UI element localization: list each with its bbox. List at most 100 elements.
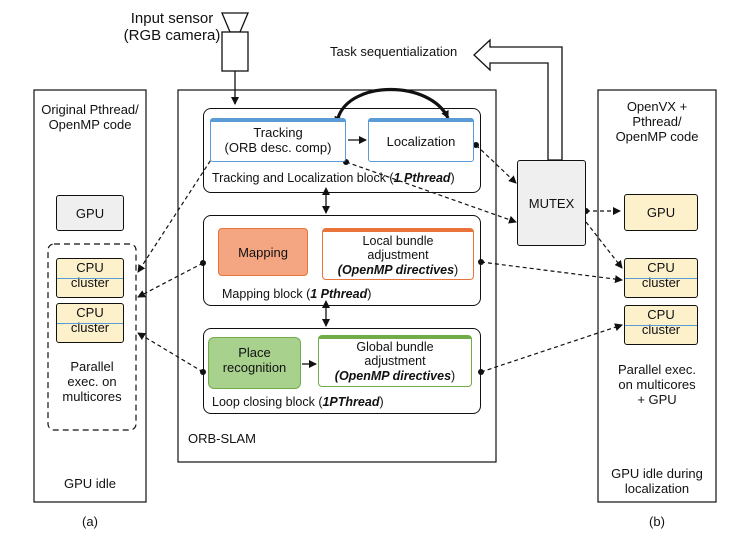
left-parallel-line3: multicores: [62, 388, 122, 404]
mapping-block: [203, 215, 481, 306]
loc-to-mutex: [475, 144, 517, 184]
right-parallel-label: Parallel exec. on multicores + GPU: [598, 362, 716, 408]
input-sensor-label: Input sensor (RGB camera): [112, 10, 232, 45]
tl-block-label: Tracking and Localization block (1 Pthre…: [212, 171, 455, 185]
input-sensor-line2: (RGB camera): [123, 27, 221, 45]
place-recognition-box: Place recognition: [208, 337, 301, 389]
task-seq-arrow: [473, 38, 563, 161]
track-to-cpu-a: [137, 148, 219, 273]
mapping-block-prefix: Mapping block (: [222, 287, 311, 301]
place-line2: recognition: [222, 359, 287, 375]
lba-line1: Local bundle: [362, 234, 434, 248]
mutex-label: MUTEX: [528, 195, 575, 211]
right-cpu2-line1: CPU: [647, 307, 675, 322]
left-cpu2-divider: [57, 323, 123, 324]
tracking-line2: (ORB desc. comp): [224, 139, 332, 155]
left-cpu2-text: CPU cluster: [57, 305, 123, 336]
right-cpu-cluster-1: CPU cluster: [624, 258, 698, 298]
left-cpu-cluster-1: CPU cluster: [56, 258, 124, 298]
left-cpu-cluster-2: CPU cluster: [56, 303, 124, 343]
lba-text: Local bundle adjustment (OpenMP directiv…: [323, 234, 473, 277]
loop-closing-block: [203, 328, 481, 414]
right-gpu-idle: GPU idle during localization: [598, 466, 716, 497]
right-cpu2-divider: [625, 325, 697, 326]
gba-line2: adjustment: [364, 354, 426, 369]
right-cpu2-text: CPU cluster: [625, 307, 697, 338]
tl-block-suffix: ): [450, 171, 455, 185]
gba-suffix: ): [451, 368, 456, 383]
mapping-box: Mapping: [218, 228, 308, 276]
lba-suffix: ): [454, 262, 459, 277]
loop-block-suffix: ): [379, 395, 384, 409]
right-parallel-line3: + GPU: [637, 391, 677, 407]
right-idle-line1: GPU idle during: [611, 466, 703, 481]
tracking-localization-block: [203, 108, 481, 193]
right-title-line2: Pthread/: [632, 113, 682, 129]
tracking-box: Tracking (ORB desc. comp): [210, 118, 346, 162]
track-to-mutex: [345, 161, 517, 224]
left-gpu-box: GPU: [56, 195, 124, 231]
left-cpu-dashed-group: [47, 243, 137, 431]
gba-line1: Global bundle: [356, 340, 434, 354]
caption-b: (b): [649, 514, 665, 529]
lba-line2: adjustment: [367, 248, 429, 263]
gba-text: Global bundle adjustment (OpenMP directi…: [319, 340, 471, 383]
right-panel-title: OpenVX + Pthread/ OpenMP code: [598, 99, 716, 145]
orb-slam-label: ORB-SLAM: [188, 431, 256, 446]
place-line1: Place: [238, 345, 271, 360]
gba-line3: (OpenMP directives): [319, 369, 471, 383]
lba-to-cpu-b: [480, 261, 623, 284]
left-cpu1-text: CPU cluster: [57, 260, 123, 291]
mapping-block-suffix: ): [367, 287, 372, 301]
left-cpu1-divider: [57, 278, 123, 279]
right-gpu-label: GPU: [646, 205, 676, 220]
left-cpu1-line1: CPU: [76, 260, 104, 275]
left-title-line2: OpenMP code: [48, 116, 132, 132]
left-panel-title: Original Pthread/ OpenMP code: [34, 102, 146, 133]
mapping-label: Mapping: [238, 244, 288, 260]
lba-emphasis: (OpenMP directives: [337, 262, 455, 277]
loop-block-prefix: Loop closing block (: [212, 395, 323, 409]
lba-line3: (OpenMP directives): [323, 263, 473, 277]
tl-block-emphasis: 1 Pthread: [393, 171, 451, 185]
right-gpu-box: GPU: [624, 194, 698, 231]
loop-block-emphasis: 1PThread: [322, 395, 380, 409]
local-bundle-adjustment-box: Local bundle adjustment (OpenMP directiv…: [322, 228, 474, 280]
left-gpu-label: GPU: [75, 205, 105, 221]
map-to-cpu-a: [137, 262, 204, 298]
right-cpu-cluster-2: CPU cluster: [624, 305, 698, 345]
right-cpu1-line1: CPU: [647, 260, 675, 275]
loop-block-label: Loop closing block (1PThread): [212, 395, 384, 409]
right-parallel-line2: on multicores: [618, 376, 696, 392]
tracking-text: Tracking (ORB desc. comp): [211, 125, 345, 156]
left-cpu2-line1: CPU: [76, 305, 104, 320]
right-cpu1-divider: [625, 278, 697, 279]
mapping-block-label: Mapping block (1 Pthread): [222, 287, 371, 301]
seq-curve-arrow: [334, 88, 450, 125]
gba-emphasis: (OpenMP directives: [334, 368, 452, 383]
input-sensor-line1: Input sensor: [130, 10, 214, 27]
left-parallel-line1: Parallel: [70, 359, 114, 374]
global-bundle-adjustment-box: Global bundle adjustment (OpenMP directi…: [318, 335, 472, 387]
right-panel-frame: [597, 89, 717, 503]
right-parallel-line1: Parallel exec.: [617, 362, 697, 377]
camera-icon: [221, 12, 249, 72]
mutex-to-cpu-b: [585, 221, 623, 269]
left-gpu-idle: GPU idle: [63, 476, 117, 491]
localization-label: Localization: [386, 134, 456, 149]
gba-to-cpu-b: [480, 323, 623, 373]
left-title-line1: Original Pthread/: [41, 102, 139, 117]
place-text: Place recognition: [209, 345, 300, 376]
task-seq-label: Task sequentialization: [330, 44, 458, 59]
right-idle-line2: localization: [624, 480, 690, 496]
tracking-line1: Tracking: [253, 125, 303, 140]
left-parallel-line2: exec. on: [67, 373, 117, 389]
right-title-line3: OpenMP code: [615, 128, 699, 144]
right-cpu1-text: CPU cluster: [625, 260, 697, 291]
right-title-line1: OpenVX +: [626, 99, 688, 114]
localization-box: Localization: [368, 118, 474, 162]
mutex-box: MUTEX: [517, 160, 586, 246]
tl-block-prefix: Tracking and Localization block (: [212, 171, 394, 185]
mapping-block-emphasis: 1 Pthread: [310, 287, 368, 301]
